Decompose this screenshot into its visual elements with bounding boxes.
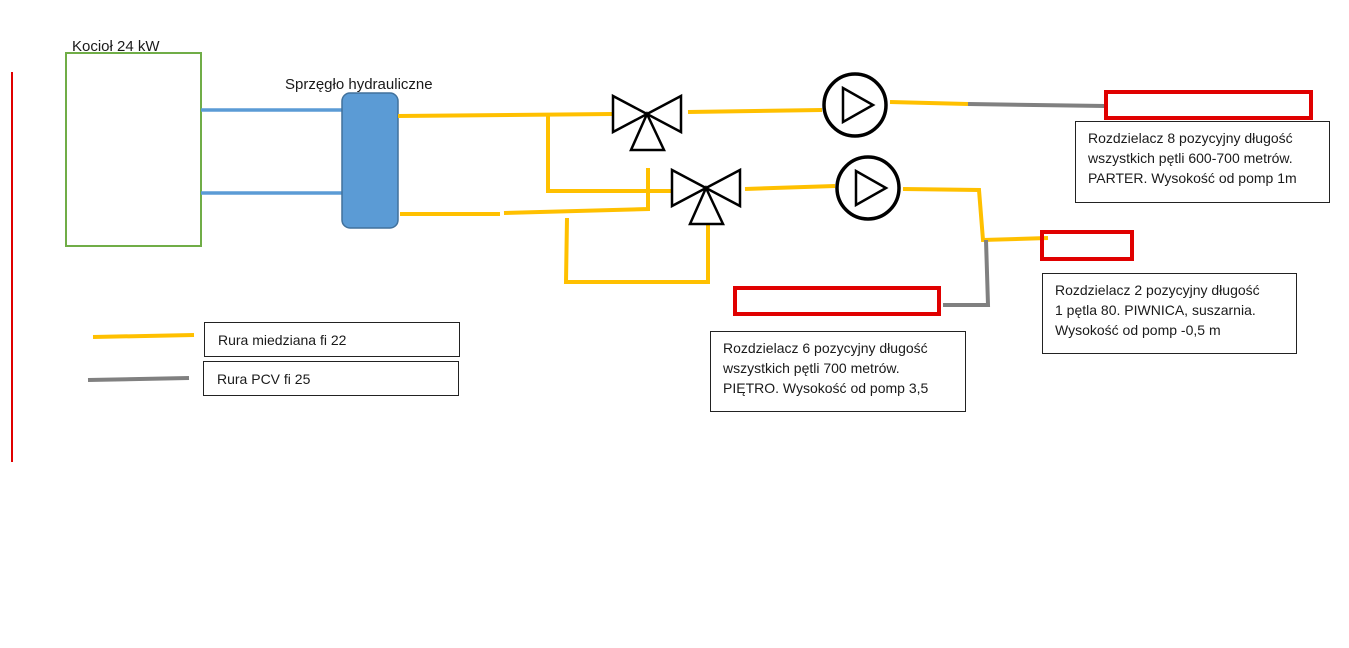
circulation-pump-icon: [835, 155, 901, 221]
circulation-pump-icon: [822, 72, 888, 138]
info-line: Rozdzielacz 6 pozycyjny długość: [723, 340, 928, 356]
manifold-upper-floor: [733, 286, 941, 316]
info-line: Rozdzielacz 8 pozycyjny długość: [1088, 130, 1293, 146]
info-line: wszystkich pętli 600-700 metrów.: [1088, 150, 1293, 166]
three-way-valve-icon: [611, 93, 683, 152]
three-way-valve-icon: [670, 167, 742, 226]
boiler-pipes: [201, 108, 342, 195]
legend-pvc-line: [87, 376, 190, 382]
manifold-basement-info: Rozdzielacz 2 pozycyjny długość 1 pętla …: [1042, 273, 1297, 354]
info-line: PARTER. Wysokość od pomp 1m: [1088, 170, 1297, 186]
boiler-label: Kocioł 24 kW: [72, 38, 160, 55]
hydraulic-coupler: [341, 92, 399, 229]
manifold-outlines: [733, 90, 1313, 316]
legend-copper-box: Rura miedziana fi 22: [204, 322, 460, 357]
boiler-box: [65, 52, 202, 247]
manifold-ground-floor-info: Rozdzielacz 8 pozycyjny długość wszystki…: [1075, 121, 1330, 203]
info-line: Wysokość od pomp -0,5 m: [1055, 322, 1221, 338]
legend-copper-line: [92, 333, 195, 339]
manifold-ground-floor: [1104, 90, 1313, 120]
legend-copper-label: Rura miedziana fi 22: [218, 332, 347, 348]
info-line: wszystkich pętli 700 metrów.: [723, 360, 900, 376]
legend-pvc-label: Rura PCV fi 25: [217, 371, 311, 387]
legend-pvc-box: Rura PCV fi 25: [203, 361, 459, 396]
info-line: 1 pętla 80. PIWNICA, suszarnia.: [1055, 302, 1256, 318]
info-line: Rozdzielacz 2 pozycyjny długość: [1055, 282, 1260, 298]
copper-pipes: [397, 100, 1049, 284]
pvc-pipes: [943, 102, 1107, 307]
coupler-label: Sprzęgło hydrauliczne: [285, 76, 433, 93]
manifold-upper-floor-info: Rozdzielacz 6 pozycyjny długość wszystki…: [710, 331, 966, 412]
manifold-basement: [1040, 230, 1134, 261]
info-line: PIĘTRO. Wysokość od pomp 3,5: [723, 380, 929, 396]
